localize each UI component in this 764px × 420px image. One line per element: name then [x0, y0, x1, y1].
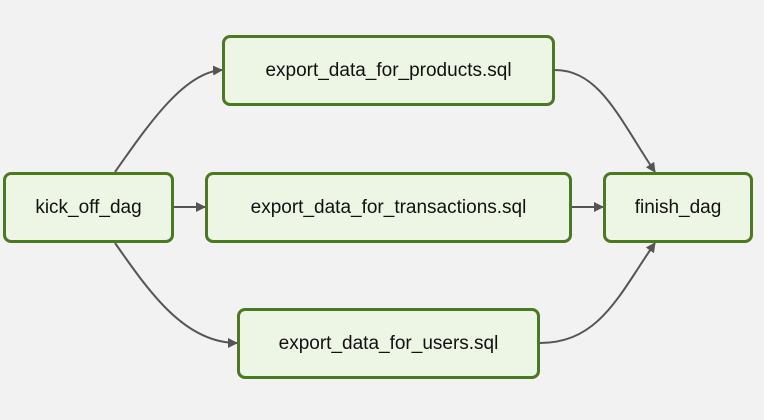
- node-export-data-for-products[interactable]: export_data_for_products.sql: [222, 35, 555, 106]
- edge-users-to-finish: [539, 242, 656, 344]
- node-finish-dag[interactable]: finish_dag: [603, 172, 753, 243]
- edge-kick-to-users: [114, 242, 238, 348]
- node-export-data-for-transactions[interactable]: export_data_for_transactions.sql: [205, 172, 572, 243]
- node-export-data-for-users[interactable]: export_data_for_users.sql: [237, 308, 540, 379]
- edge-products-to-finish: [554, 69, 656, 173]
- edge-kick-to-products: [114, 65, 223, 173]
- node-kick-off-dag[interactable]: kick_off_dag: [3, 172, 174, 243]
